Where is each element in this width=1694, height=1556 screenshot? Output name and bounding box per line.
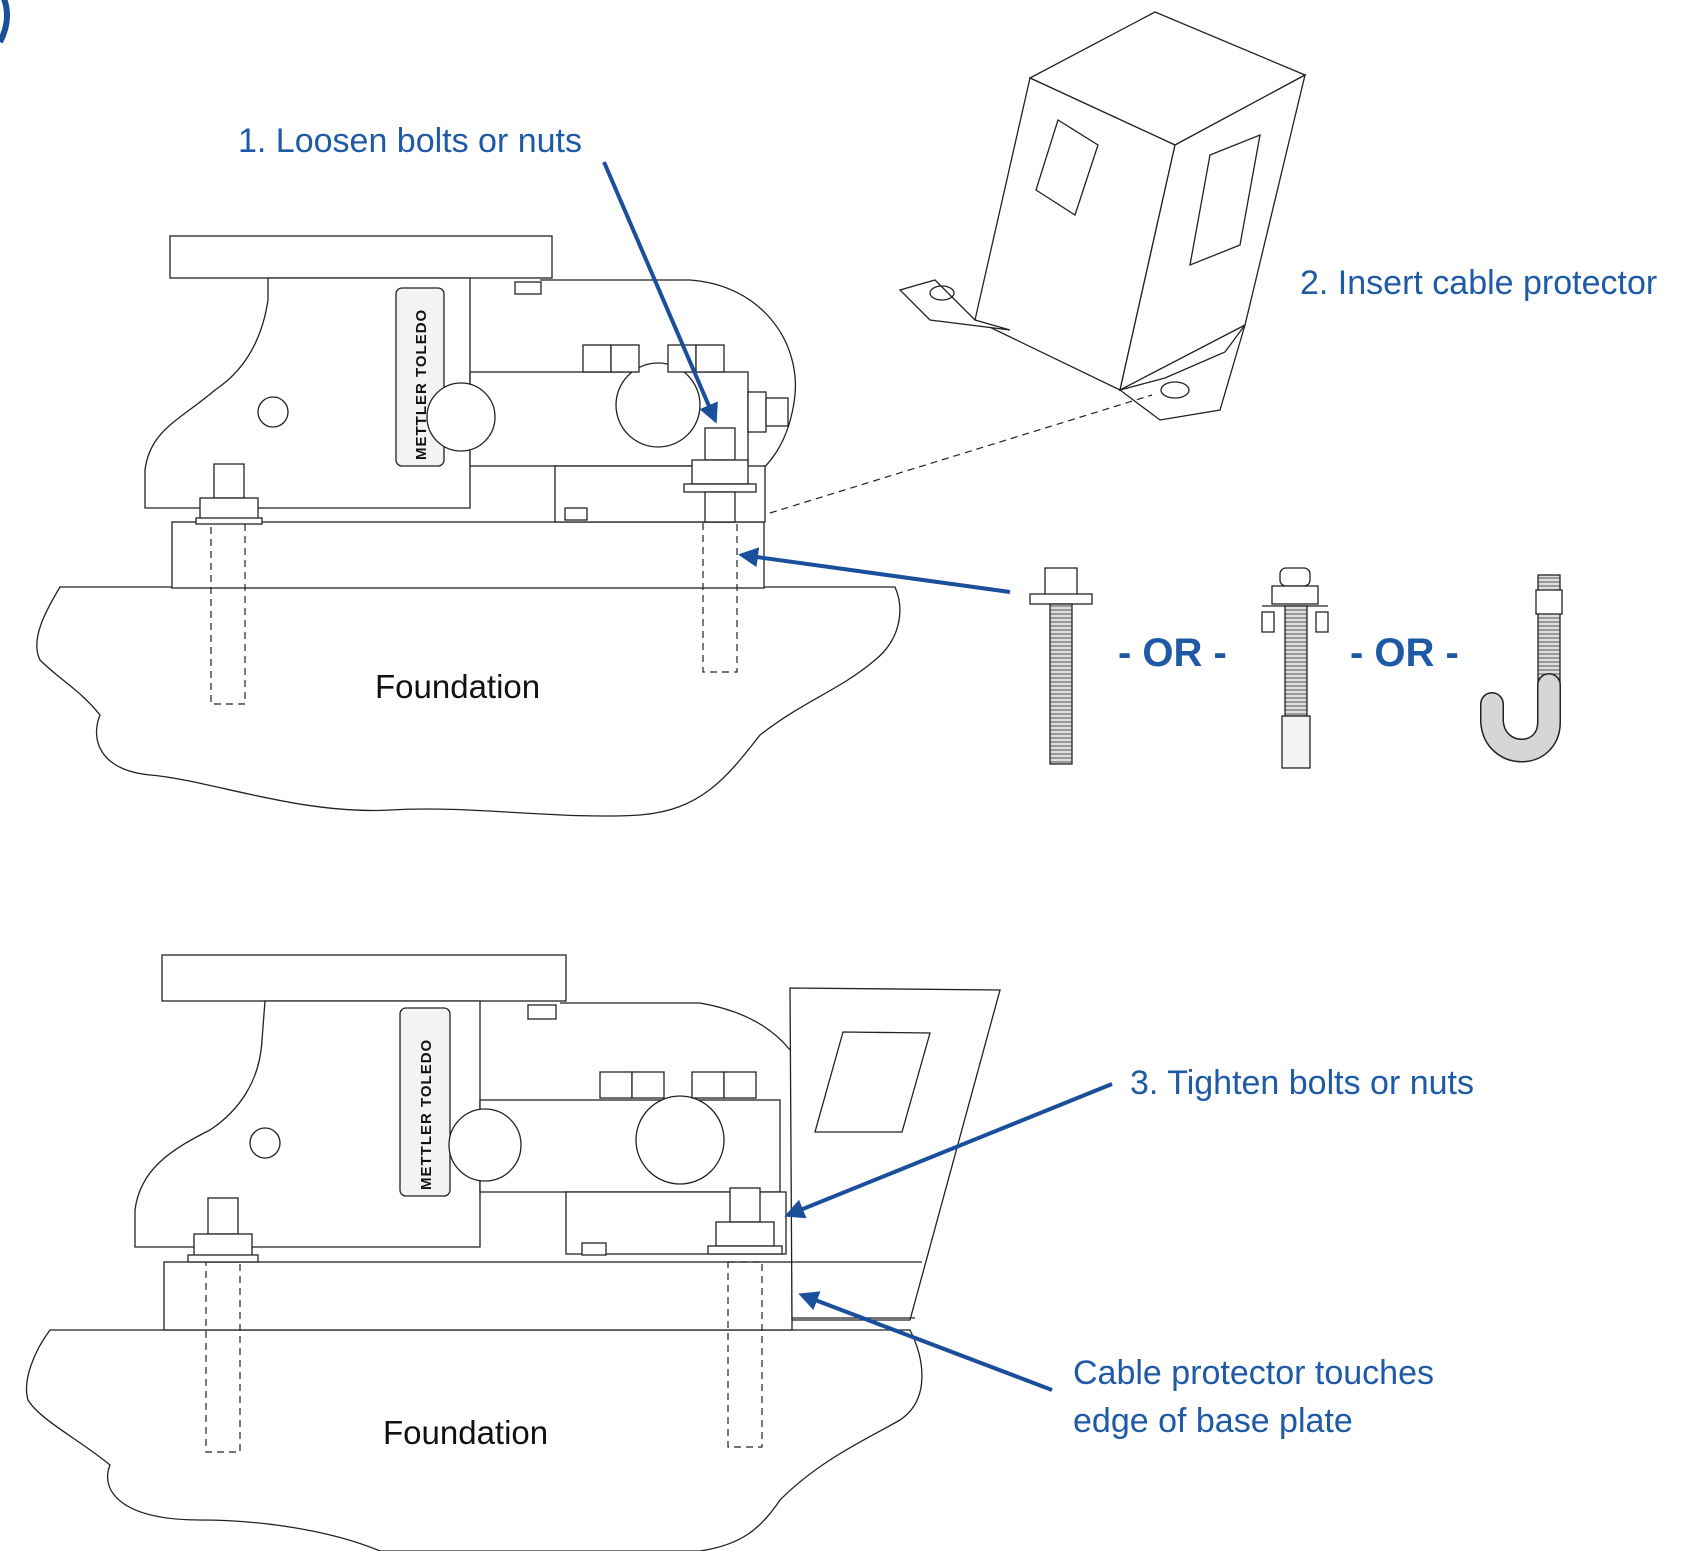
bottom-assembly: METTLER TOLEDO Foundation [25, 954, 1001, 1552]
step3-label: 3. Tighten bolts or nuts [1130, 1064, 1474, 1102]
note-line-2: edge of base plate [1073, 1402, 1353, 1440]
foundation-bottom-shape [25, 1329, 923, 1552]
step1-arrow [602, 161, 718, 424]
corner-mark [0, 0, 10, 44]
note-line-1: Cable protector touches [1073, 1354, 1434, 1392]
base-plate-top [171, 521, 765, 589]
or-text-2: - OR - [1350, 631, 1459, 675]
wedge-anchor-icon [1261, 567, 1329, 769]
cable-protector [898, 11, 1307, 421]
foundation-label-top: Foundation [375, 668, 540, 705]
top-plate-top [169, 235, 553, 279]
foundation-top-shape [36, 586, 901, 817]
hex-bolt-icon [1029, 567, 1093, 765]
brand-text-bottom: METTLER TOLEDO [418, 1039, 435, 1190]
insertion-guide-line [769, 394, 1153, 514]
base-plate-bottom [163, 1261, 793, 1331]
hardware-arrow [738, 547, 1011, 594]
j-bolt-icon [1480, 574, 1563, 763]
step3-arrow [784, 1082, 1113, 1219]
note-arrow [798, 1291, 1053, 1392]
step2-label: 2. Insert cable protector [1300, 264, 1657, 302]
top-plate-bottom [161, 954, 567, 1002]
step1-label: 1. Loosen bolts or nuts [238, 122, 582, 160]
brand-text-top: METTLER TOLEDO [413, 309, 430, 460]
or-text-1: - OR - [1118, 631, 1227, 675]
top-assembly: METTLER TOLEDO Foundation [36, 235, 901, 817]
foundation-label-bottom: Foundation [383, 1414, 548, 1451]
